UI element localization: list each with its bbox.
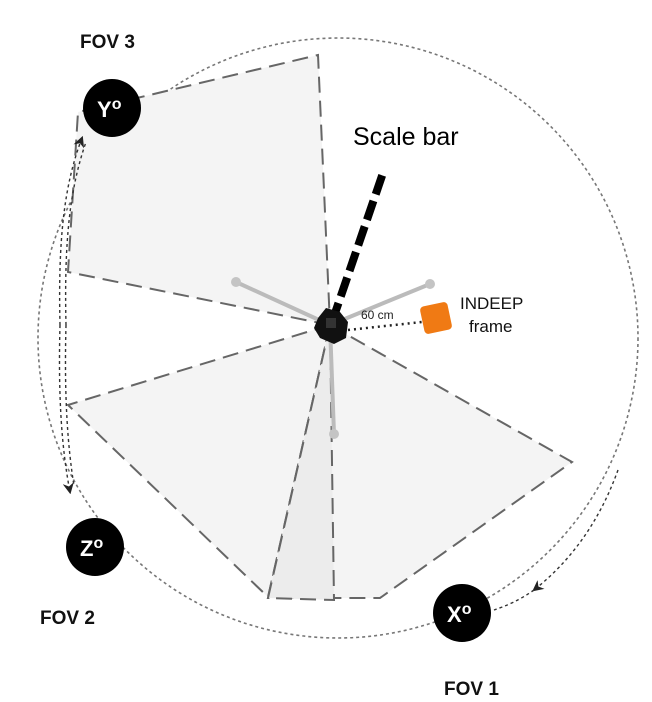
outer-circle (37, 37, 639, 639)
camera-center (314, 308, 348, 344)
fov1-wedge (266, 323, 574, 599)
rotation-arrow-x (532, 469, 619, 592)
marker-z: Zo (66, 518, 124, 576)
distance-label: 60 cm (361, 308, 394, 322)
fov3-label: FOV 3 (80, 32, 135, 53)
indeep-frame-label-line2: frame (469, 317, 512, 336)
indeep-frame (420, 302, 452, 334)
marker-y: Yo (83, 79, 141, 137)
rotation-arrow-z-bottom (58, 324, 74, 495)
indeep-frame-label-line1: INDEEP (460, 294, 523, 313)
svg-text:Xo: Xo (447, 601, 472, 627)
scale-bar-label: Scale bar (353, 123, 459, 151)
fov-overlap-region (266, 324, 336, 602)
fov2-wedge (66, 323, 332, 599)
marker-x: Xo (433, 584, 491, 642)
scale-bar (328, 168, 388, 324)
svg-text:Yo: Yo (97, 96, 122, 122)
rotation-arrow-x-tail (493, 589, 535, 611)
rotation-arrow-z-bottom-inner (64, 324, 75, 487)
distance-line (347, 320, 423, 332)
tripod-legs (231, 277, 435, 439)
fov2-label: FOV 2 (40, 608, 95, 629)
fov1-label: FOV 1 (444, 679, 499, 700)
svg-text:Zo: Zo (80, 535, 103, 561)
